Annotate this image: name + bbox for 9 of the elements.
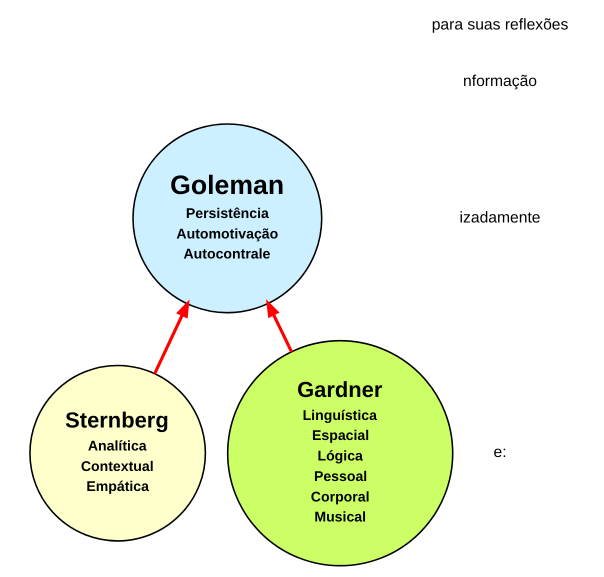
node-circle: Goleman Persistência Automotivação Autocontrale <box>132 123 322 314</box>
node-circle: Gardner Linguística Espacial Lógica Pessoal Corporal Musical <box>226 340 453 566</box>
label: nformação <box>462 72 537 90</box>
arrow <box>266 299 292 352</box>
arrow <box>152 300 190 374</box>
label: izadamente <box>459 209 540 226</box>
label: e: <box>493 444 506 462</box>
label: para suas reflexões <box>431 16 568 34</box>
node-circle: Sternberg Analítica Contextual Empática <box>28 364 206 542</box>
